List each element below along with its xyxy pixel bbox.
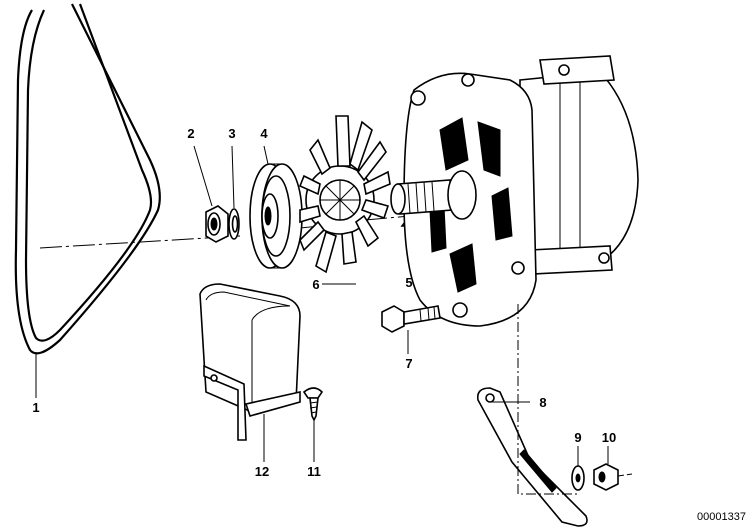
v-belt-pulley	[249, 163, 303, 269]
callout-11: 11	[307, 464, 321, 479]
callout-8: 8	[539, 395, 546, 410]
plain-washer	[571, 465, 585, 491]
spring-washer	[228, 208, 240, 240]
bracket-axis-line	[517, 304, 578, 495]
voltage-regulator	[199, 283, 301, 441]
callout-7: 7	[405, 356, 412, 371]
callout-3: 3	[228, 126, 235, 141]
alternator-fan	[298, 115, 391, 274]
tensioning-bracket	[476, 387, 588, 527]
pulley-nut	[205, 205, 229, 243]
mounting-bolt	[381, 305, 441, 333]
alternator-body	[390, 55, 639, 327]
callout-12: 12	[255, 464, 269, 479]
leader-2	[193, 145, 213, 207]
nut-axis-line	[617, 473, 633, 477]
leader-4	[263, 145, 269, 165]
callout-1: 1	[32, 400, 39, 415]
document-number: 00001337	[697, 511, 746, 523]
hex-nut	[593, 463, 619, 491]
callout-2: 2	[187, 126, 194, 141]
self-tapping-screw	[302, 387, 324, 422]
v-belt	[14, 3, 161, 355]
callout-4: 4	[260, 126, 268, 141]
callout-10: 10	[602, 430, 616, 445]
callout-5: 5	[405, 275, 412, 290]
callout-6: 6	[312, 277, 319, 292]
callout-9: 9	[574, 430, 581, 445]
leader-3	[231, 145, 235, 209]
